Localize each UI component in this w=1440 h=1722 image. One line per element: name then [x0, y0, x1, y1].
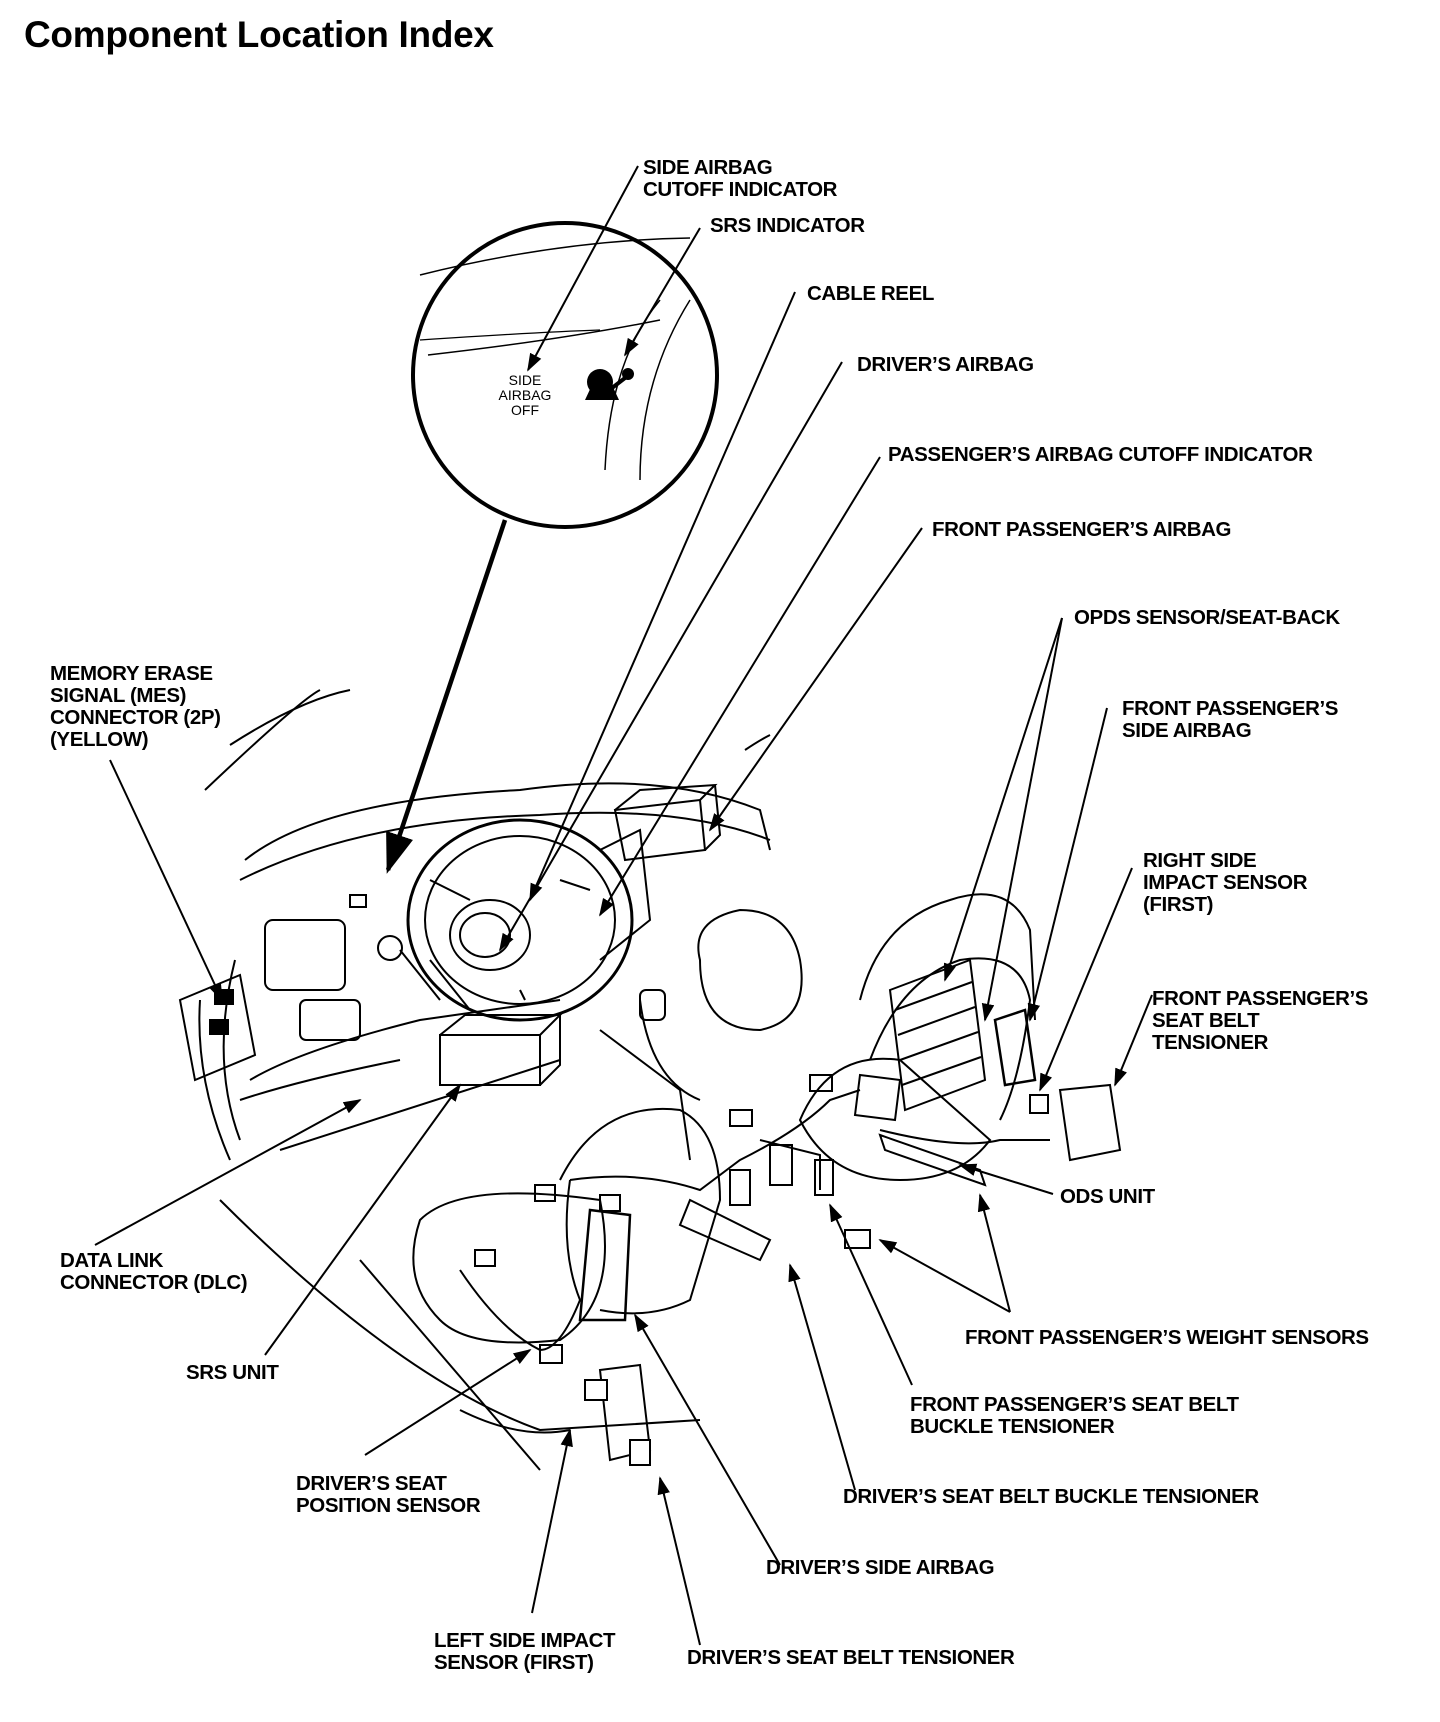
leader-lines	[94, 165, 1153, 1646]
inset-line-3: OFF	[511, 402, 539, 418]
label-line: SENSOR (FIRST)	[434, 1651, 594, 1674]
label-line: POSITION SENSOR	[296, 1494, 481, 1517]
label-drivers-airbag: DRIVER’S AIRBAG	[857, 354, 1034, 376]
label-line: DRIVER’S SIDE AIRBAG	[766, 1556, 995, 1579]
label-line: OPDS SENSOR/SEAT-BACK	[1074, 606, 1340, 629]
label-line: CONNECTOR (DLC)	[60, 1271, 248, 1294]
label-line: DRIVER’S SEAT	[296, 1472, 447, 1495]
label-line: CUTOFF INDICATOR	[643, 178, 838, 201]
label-drivers-seat-belt-tensioner: DRIVER’S SEAT BELT TENSIONER	[687, 1646, 1015, 1669]
label-line: SIDE AIRBAG	[643, 156, 773, 179]
label-drivers-side-airbag: DRIVER’S SIDE AIRBAG	[766, 1556, 995, 1579]
label-passengers-airbag-cutoff-indicator: PASSENGER’S AIRBAG CUTOFF INDICATOR	[888, 444, 1313, 466]
label-line: FRONT PASSENGER’S	[1122, 697, 1339, 720]
side-airbag-off-text: SIDE AIRBAG OFF	[490, 373, 560, 418]
label-opds-sensor-seat-back: OPDS SENSOR/SEAT-BACK	[1074, 607, 1340, 629]
label-mes-connector: MEMORY ERASE SIGNAL (MES) CONNECTOR (2P)…	[50, 663, 221, 751]
label-line: IMPACT SENSOR	[1143, 871, 1308, 894]
inset-line-2: AIRBAG	[498, 387, 552, 403]
label-drivers-seat-position-sensor: DRIVER’S SEAT POSITION SENSOR	[296, 1472, 481, 1517]
label-cable-reel: CABLE REEL	[807, 283, 934, 305]
label-line: ODS UNIT	[1060, 1185, 1155, 1208]
label-line: DRIVER’S AIRBAG	[857, 353, 1034, 376]
label-line: DATA LINK	[60, 1249, 164, 1272]
label-right-side-impact-sensor: RIGHT SIDE IMPACT SENSOR (FIRST)	[1143, 849, 1308, 916]
label-line: (FIRST)	[1143, 893, 1214, 916]
label-data-link-connector: DATA LINK CONNECTOR (DLC)	[60, 1249, 248, 1294]
label-line: CABLE REEL	[807, 282, 934, 305]
label-line: FRONT PASSENGER’S WEIGHT SENSORS	[965, 1326, 1369, 1349]
label-ods-unit: ODS UNIT	[1060, 1186, 1155, 1208]
label-left-side-impact-sensor: LEFT SIDE IMPACT SENSOR (FIRST)	[434, 1629, 616, 1674]
label-side-airbag-cutoff-indicator: SIDE AIRBAG CUTOFF INDICATOR	[643, 157, 837, 201]
inset-magnifier	[385, 221, 719, 874]
label-line: CONNECTOR (2P)	[50, 706, 221, 729]
label-line: DRIVER’S SEAT BELT TENSIONER	[687, 1646, 1015, 1669]
label-line: SIGNAL (MES)	[50, 684, 187, 707]
srs-indicator-icon	[585, 368, 634, 400]
label-front-passengers-airbag: FRONT PASSENGER’S AIRBAG	[932, 519, 1231, 541]
inset-line-1: SIDE	[508, 372, 542, 388]
label-front-passengers-weight-sensors: FRONT PASSENGER’S WEIGHT SENSORS	[965, 1327, 1369, 1349]
label-line: MEMORY ERASE	[50, 662, 213, 685]
label-srs-indicator: SRS INDICATOR	[710, 215, 865, 237]
label-front-passengers-seat-belt-buckle-tensioner: FRONT PASSENGER’S SEAT BELT BUCKLE TENSI…	[910, 1394, 1239, 1438]
label-line: PASSENGER’S AIRBAG CUTOFF INDICATOR	[888, 443, 1313, 466]
label-line: BUCKLE TENSIONER	[910, 1415, 1115, 1438]
label-line: SRS INDICATOR	[710, 214, 865, 237]
label-line: (YELLOW)	[50, 728, 149, 751]
car-interior-illustration	[178, 689, 1122, 1471]
label-line: TENSIONER	[1152, 1031, 1268, 1054]
label-line: RIGHT SIDE	[1143, 849, 1257, 872]
label-line: FRONT PASSENGER’S AIRBAG	[932, 518, 1232, 541]
label-line: FRONT PASSENGER’S SEAT BELT	[910, 1393, 1239, 1416]
label-drivers-seat-belt-buckle-tensioner: DRIVER’S SEAT BELT BUCKLE TENSIONER	[843, 1486, 1259, 1508]
label-line: SEAT BELT	[1152, 1009, 1260, 1032]
page-title: Component Location Index	[24, 14, 494, 55]
label-line: SIDE AIRBAG	[1122, 719, 1252, 742]
label-srs-unit: SRS UNIT	[186, 1361, 279, 1384]
label-line: DRIVER’S SEAT BELT BUCKLE TENSIONER	[843, 1485, 1259, 1508]
label-line: SRS UNIT	[186, 1361, 279, 1384]
label-line: FRONT PASSENGER’S	[1152, 987, 1369, 1010]
label-front-passengers-side-airbag: FRONT PASSENGER’S SIDE AIRBAG	[1122, 698, 1338, 742]
label-line: LEFT SIDE IMPACT	[434, 1629, 616, 1652]
label-front-passengers-seat-belt-tensioner: FRONT PASSENGER’S SEAT BELT TENSIONER	[1152, 988, 1368, 1054]
